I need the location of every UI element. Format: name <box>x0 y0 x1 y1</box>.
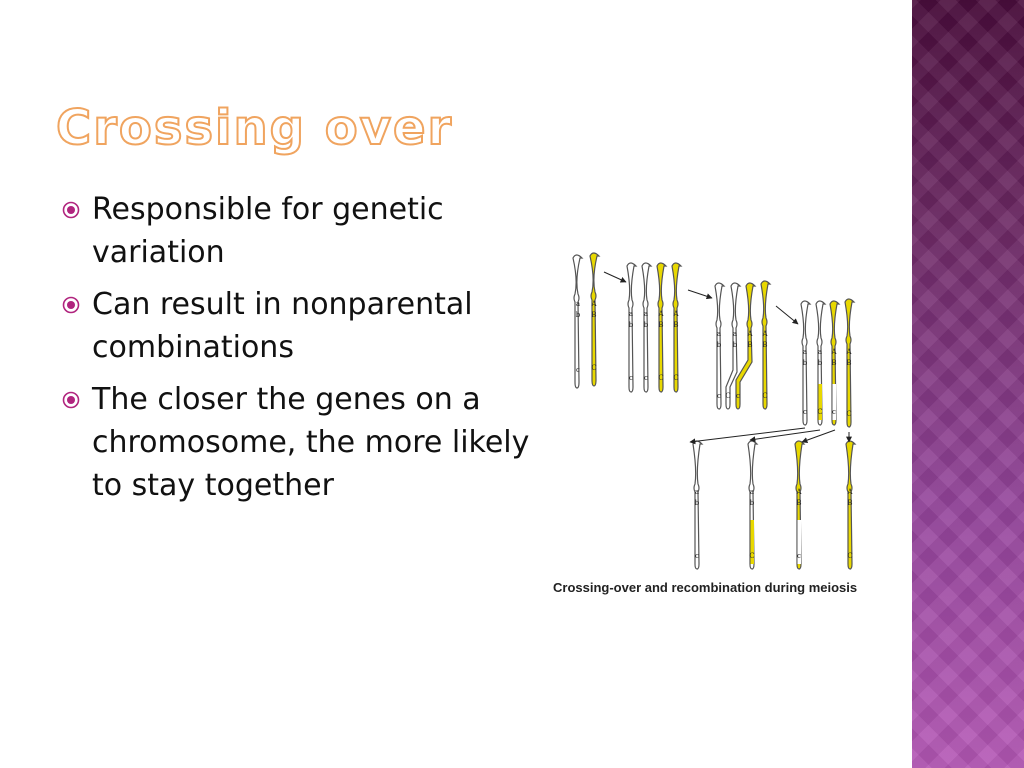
arrow <box>749 429 821 443</box>
chromosome-yellow <box>844 298 856 428</box>
diagram-svg: a b c A B C a b c a b c A B C A B C a b … <box>572 252 857 570</box>
gene-label-A: A <box>657 310 664 318</box>
gene-label-C: C <box>591 364 596 372</box>
figure-caption: Crossing-over and recombination during m… <box>553 580 858 595</box>
gene-label-a: a <box>733 330 737 338</box>
bullet-text: Responsible for genetic variation <box>92 192 444 270</box>
gene-label-c: c <box>695 552 699 560</box>
gene-label-C: C <box>817 408 822 416</box>
radio-bullet-icon <box>62 391 80 409</box>
gene-label-C: C <box>762 392 767 400</box>
gene-label-c: c <box>629 374 633 382</box>
gene-label-b: b <box>629 321 634 329</box>
chromosome-white <box>626 262 638 393</box>
gene-label-B: B <box>847 499 852 507</box>
chromosome-white <box>725 282 742 410</box>
gene-label-C: C <box>846 410 851 418</box>
gene-label-c: c <box>832 408 836 416</box>
yellow-segment <box>818 384 822 420</box>
gene-label-c: c <box>736 392 740 400</box>
bullet-text: The closer the genes on a chromosome, th… <box>92 382 530 503</box>
chromosome-yellow <box>760 280 772 410</box>
gene-label-B: B <box>831 359 836 367</box>
gene-label-A: A <box>845 348 852 356</box>
gene-label-A: A <box>846 488 853 496</box>
bullet-list: Responsible for genetic variation Can re… <box>62 188 532 516</box>
gene-label-b: b <box>576 311 581 319</box>
gene-label-a: a <box>803 348 807 356</box>
arrow <box>689 427 806 445</box>
gene-label-a: a <box>750 488 754 496</box>
chromosome-yellow <box>656 262 668 393</box>
chromosome-yellow <box>794 440 806 570</box>
yellow-segment <box>750 520 754 564</box>
gene-label-C: C <box>673 374 678 382</box>
gene-label-A: A <box>590 300 597 308</box>
gene-label-b: b <box>695 499 700 507</box>
gene-label-b: b <box>733 341 738 349</box>
gene-label-a: a <box>629 310 633 318</box>
gene-label-C: C <box>749 552 754 560</box>
gene-label-b: b <box>750 499 755 507</box>
gene-label-c: c <box>797 552 801 560</box>
bullet-item-3: The closer the genes on a chromosome, th… <box>62 378 532 507</box>
chromosome-white <box>692 440 704 570</box>
gene-label-B: B <box>846 359 851 367</box>
gene-label-B: B <box>658 321 663 329</box>
chromosome-white <box>641 262 653 393</box>
gene-label-a: a <box>695 488 699 496</box>
gene-label-A: A <box>795 488 802 496</box>
gene-label-a: a <box>576 300 580 308</box>
gene-label-c: c <box>803 408 807 416</box>
radio-bullet-icon <box>62 201 80 219</box>
gene-label-C: C <box>847 552 852 560</box>
slide-title: Crossing over <box>55 100 454 156</box>
side-band-decoration <box>912 0 1024 768</box>
gene-label-a: a <box>818 348 822 356</box>
radio-bullet-icon <box>62 296 80 314</box>
chromosome-white <box>572 254 584 389</box>
arrow <box>801 429 836 443</box>
chromosome-yellow <box>845 440 857 570</box>
gene-label-c: c <box>576 366 580 374</box>
gene-label-a: a <box>717 330 721 338</box>
chromosome-yellow <box>735 282 757 410</box>
gene-label-c: c <box>717 392 721 400</box>
arrow <box>687 289 713 300</box>
gene-label-b: b <box>644 321 649 329</box>
crossing-over-diagram: a b c A B C a b c a b c A B C A B C a b … <box>540 242 900 612</box>
gene-label-A: A <box>761 330 768 338</box>
chromosome-yellow <box>671 262 683 393</box>
gene-label-b: b <box>717 341 722 349</box>
bullet-item-2: Can result in nonparental combinations <box>62 283 532 369</box>
gene-label-c: c <box>644 374 648 382</box>
gene-label-C: C <box>725 392 730 400</box>
chromosome-white <box>800 300 812 426</box>
bullet-text: Can result in nonparental combinations <box>92 287 473 365</box>
chromosome-yellow <box>589 252 601 387</box>
gene-label-C: C <box>658 374 663 382</box>
gene-label-A: A <box>746 330 753 338</box>
gene-label-a: a <box>644 310 648 318</box>
gene-label-b: b <box>818 359 823 367</box>
arrow <box>775 305 799 325</box>
chromosome-yellow <box>829 300 841 426</box>
gene-label-B: B <box>673 321 678 329</box>
white-segment <box>797 520 801 564</box>
gene-label-A: A <box>672 310 679 318</box>
white-segment <box>832 384 836 420</box>
gene-label-B: B <box>762 341 767 349</box>
gene-label-A: A <box>830 348 837 356</box>
gene-label-B: B <box>747 341 752 349</box>
bullet-item-1: Responsible for genetic variation <box>62 188 532 274</box>
arrow <box>603 271 627 283</box>
chromosome-white <box>714 282 726 410</box>
chromosome-white <box>815 300 827 426</box>
gene-label-B: B <box>591 311 596 319</box>
chromosome-white <box>747 440 759 570</box>
gene-label-b: b <box>803 359 808 367</box>
gene-label-B: B <box>796 499 801 507</box>
